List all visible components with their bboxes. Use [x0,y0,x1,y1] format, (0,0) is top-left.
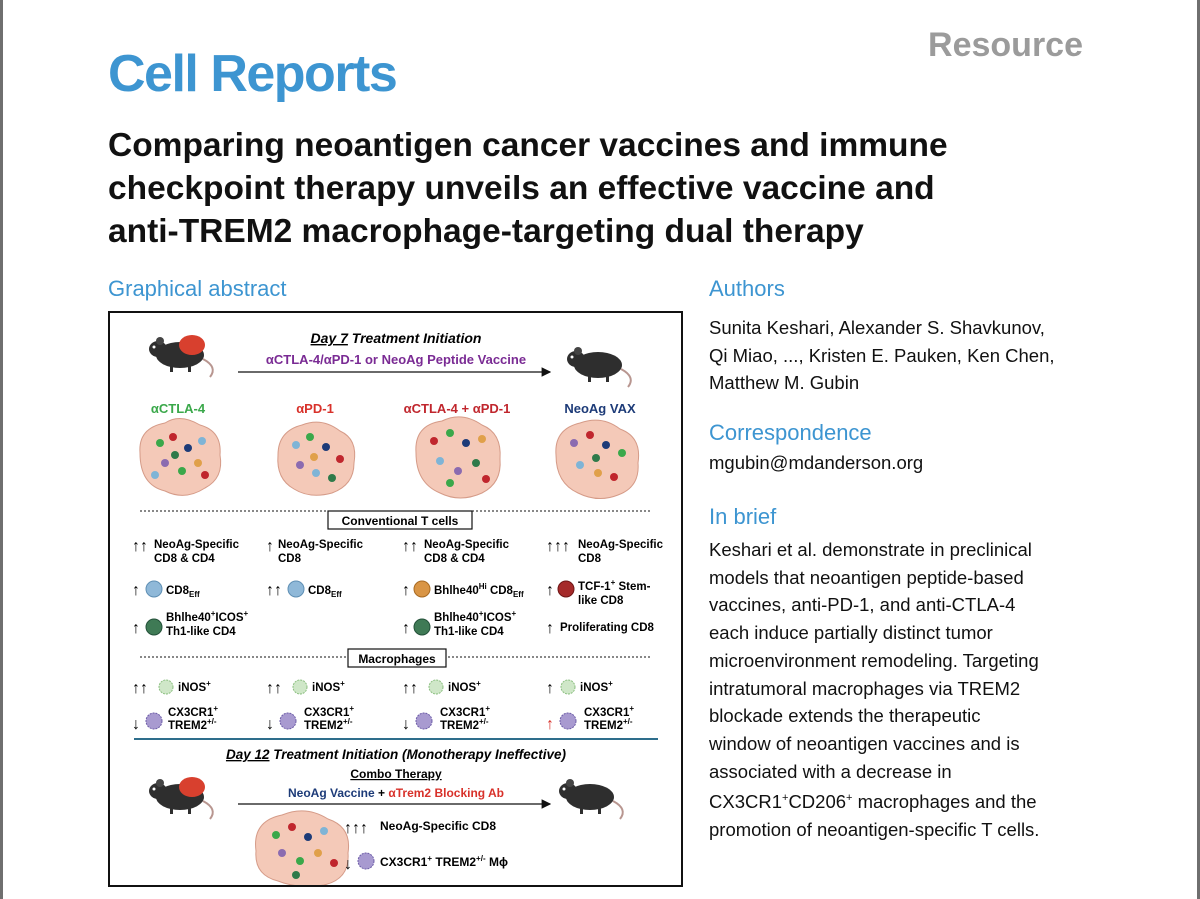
article-type-label: Resource [928,26,1083,64]
result-neoag: NeoAg-Specific CD8 [380,819,496,833]
svg-text:CX3CR1+: CX3CR1+ [168,704,218,719]
svg-text:iNOS+: iNOS+ [448,679,481,694]
svg-text:CX3CR1+: CX3CR1+ [304,704,354,719]
tcell-label: CD8 & CD4 [424,553,485,565]
tcell-label: NeoAg-Specific [154,539,240,551]
svg-text:iNOS+: iNOS+ [312,679,345,694]
mouse-icon [558,778,624,820]
page-edge-right [1197,0,1200,899]
svg-text:Bhlhe40+ICOS+: Bhlhe40+ICOS+ [434,609,517,624]
tumor-icon [415,416,501,499]
tumor-icon [555,419,640,499]
journal-name: Cell Reports [108,45,398,103]
author-line: Qi Miao, ..., Kristen E. Pauken, Ken Che… [709,344,1055,366]
day7-rest: Treatment Initiation [348,330,482,346]
svg-text:TCF-1+ Stem-: TCF-1+ Stem- [578,578,651,593]
svg-text:↑: ↑ [546,716,554,733]
svg-text:CX3CR1+: CX3CR1+ [440,704,490,719]
svg-text:CX3CR1+: CX3CR1+ [584,704,634,719]
tcell-label: NeoAg-Specific [424,539,510,551]
in-brief-heading: In brief [709,504,777,529]
svg-text:TREM2+/-: TREM2+/- [440,717,489,732]
tcell-label: NeoAg-Specific [578,539,664,551]
day7-label: Day 7 [311,330,350,346]
svg-text:↓: ↓ [266,716,274,733]
svg-text:Th1-like CD4: Th1-like CD4 [434,626,504,638]
correspondence-email[interactable]: mgubin@mdanderson.org [709,452,924,473]
mouse-icon [148,777,214,820]
svg-text:↓: ↓ [132,716,140,733]
group-label-apd1: αPD-1 [296,401,334,416]
graphical-abstract-heading: Graphical abstract [108,276,287,301]
title-line: anti-TREM2 macrophage-targeting dual the… [108,213,864,250]
svg-text:↑↑: ↑↑ [266,680,282,697]
author-line: Matthew M. Gubin [709,372,860,394]
svg-text:↑: ↑ [546,620,554,637]
svg-text:Proliferating CD8: Proliferating CD8 [560,622,655,634]
mouse-icon [148,335,214,378]
svg-text:like CD8: like CD8 [578,595,624,607]
combo-line: NeoAg Vaccine + αTrem2 Blocking Ab [288,786,504,800]
svg-text:↑↑: ↑↑ [132,680,148,697]
svg-text:CD8Eff: CD8Eff [166,585,200,599]
svg-text:↑: ↑ [402,620,410,637]
day12-rest: Treatment Initiation (Monotherapy Ineffe… [270,747,567,762]
author-line: Sunita Keshari, Alexander S. Shavkunov, [709,317,1045,338]
svg-text:↓: ↓ [402,716,410,733]
svg-text:Th1-like CD4: Th1-like CD4 [166,626,236,638]
svg-text:↑↑: ↑↑ [402,538,418,555]
tcell-label: CD8 [278,553,302,565]
svg-text:Day 7 Treatment Initiation: Day 7 Treatment Initiation [311,330,482,346]
svg-text:↑: ↑ [132,620,140,637]
svg-text:TREM2+/-: TREM2+/- [168,717,217,732]
tumor-icon [139,418,222,496]
in-brief-text: Keshari et al. demonstrate in preclinica… [709,539,1040,841]
group-label-combo: αCTLA-4 + αPD-1 [404,401,511,416]
macrophages-label: Macrophages [358,652,436,666]
group-label-actla4: αCTLA-4 [151,401,206,416]
group-label-neoag: NeoAg VAX [564,401,636,416]
tcell-label: NeoAg-Specific [278,539,364,551]
authors-heading: Authors [709,276,785,301]
graphical-abstract-figure: Day 7 Treatment Initiation αCTLA-4/αPD-1… [108,311,683,887]
day12-label: Day 12 [226,747,270,762]
graphical-abstract-svg: Day 7 Treatment Initiation αCTLA-4/αPD-1… [132,330,664,885]
tumor-icon [277,421,356,496]
combo-label: Combo Therapy [350,767,442,781]
tcell-label: CD8 & CD4 [154,553,215,565]
title-line: Comparing neoantigen cancer vaccines and… [108,127,948,164]
authors-list: Sunita Keshari, Alexander S. Shavkunov, … [709,314,1055,397]
title-line: checkpoint therapy unveils an effective … [108,170,935,207]
page-edge-left [0,0,3,899]
svg-text:↓: ↓ [344,856,352,873]
svg-text:Day 12 Treatment Initiation (M: Day 12 Treatment Initiation (Monotherapy… [226,747,567,762]
result-cx3: CX3CR1+ TREM2+/- Mϕ [380,854,508,869]
svg-text:↑: ↑ [402,582,410,599]
svg-text:TREM2+/-: TREM2+/- [584,717,633,732]
tcell-label: CD8 [578,553,602,565]
svg-text:↑↑: ↑↑ [402,680,418,697]
svg-text:↑: ↑ [546,680,554,697]
svg-text:Bhlhe40+ICOS+: Bhlhe40+ICOS+ [166,609,249,624]
svg-text:↑↑↑: ↑↑↑ [546,538,570,555]
conventional-t-cells-label: Conventional T cells [342,514,459,528]
svg-text:iNOS+: iNOS+ [580,679,613,694]
svg-text:↑: ↑ [266,538,274,555]
svg-text:↑: ↑ [546,582,554,599]
treatments-line: αCTLA-4/αPD-1 or NeoAg Peptide Vaccine [266,352,526,367]
svg-text:↑↑↑: ↑↑↑ [344,820,368,837]
svg-text:↑↑: ↑↑ [132,538,148,555]
mouse-icon [566,346,632,388]
svg-text:iNOS+: iNOS+ [178,679,211,694]
svg-text:↑↑: ↑↑ [266,582,282,599]
svg-text:TREM2+/-: TREM2+/- [304,717,353,732]
svg-text:Bhlhe40Hi CD8Eff: Bhlhe40Hi CD8Eff [434,582,524,599]
article-title: Comparing neoantigen cancer vaccines and… [108,124,1108,253]
svg-text:↑: ↑ [132,582,140,599]
svg-text:CD8Eff: CD8Eff [308,585,342,599]
correspondence-heading: Correspondence [709,420,872,445]
tumor-icon [255,810,350,885]
